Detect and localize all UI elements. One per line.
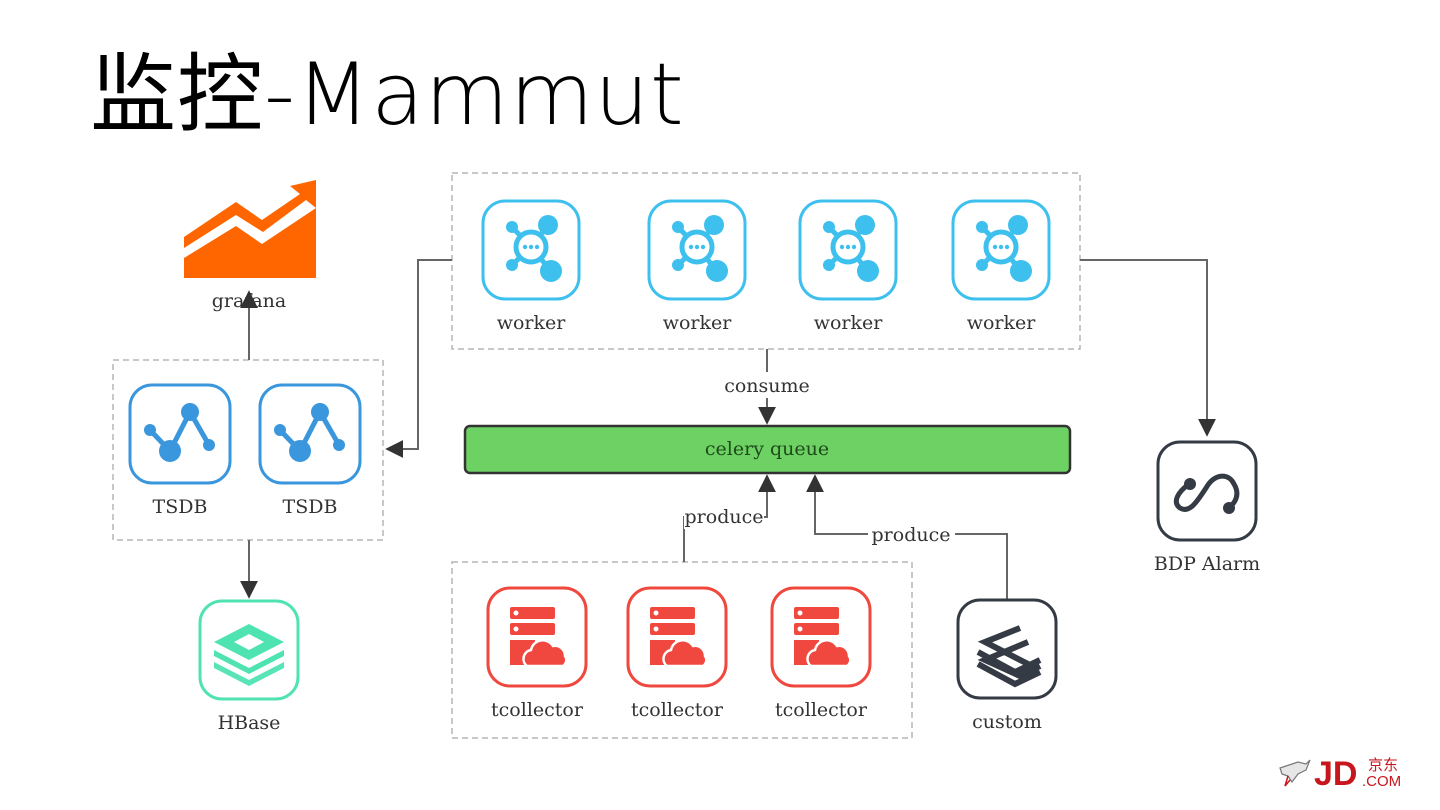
worker-label: worker bbox=[663, 312, 733, 334]
tcollector-label: tcollector bbox=[775, 699, 868, 721]
worker-hub-icon bbox=[823, 215, 879, 282]
custom-node[interactable]: custom bbox=[956, 598, 1058, 733]
grafana-label: grafana bbox=[212, 290, 287, 312]
edge-label-produce-custom: produce bbox=[872, 524, 951, 546]
worker-label: worker bbox=[497, 312, 567, 334]
hbase-label: HBase bbox=[218, 712, 281, 734]
celery-queue-label: celery queue bbox=[705, 438, 829, 460]
edge-label-consume: consume bbox=[724, 375, 810, 397]
server-cloud-icon bbox=[510, 607, 568, 668]
worker-hub-icon bbox=[672, 215, 728, 282]
jd-logo: JD 京东 .COM bbox=[1279, 755, 1401, 792]
edge-custom-produce-queue bbox=[815, 476, 1008, 600]
tcollector-label: tcollector bbox=[631, 699, 724, 721]
server-cloud-icon bbox=[794, 607, 852, 668]
tsdb-node[interactable]: TSDB bbox=[258, 383, 362, 518]
grafana-chart-icon bbox=[184, 180, 316, 278]
edge-workers-to-tsdb bbox=[385, 259, 452, 458]
bdp-alarm-node[interactable]: BDP Alarm bbox=[1154, 440, 1260, 575]
hbase-layers-icon bbox=[214, 624, 284, 686]
alarm-cloud-icon bbox=[1173, 473, 1240, 514]
worker-node[interactable]: worker bbox=[798, 199, 898, 334]
worker-hub-icon bbox=[976, 215, 1032, 282]
hbase-node[interactable]: HBase bbox=[198, 599, 300, 734]
tsdb-label: TSDB bbox=[283, 496, 338, 518]
custom-label: custom bbox=[972, 711, 1042, 733]
edge-workers-to-alarm bbox=[1080, 259, 1216, 437]
slide-title: 监控-Mammut bbox=[90, 45, 685, 145]
edge-label-produce-tcollector: produce bbox=[685, 506, 764, 528]
jd-dog-mascot-icon bbox=[1279, 759, 1311, 787]
jd-logo-cn: 京东 bbox=[1368, 756, 1398, 774]
celery-queue-node[interactable]: celery queue bbox=[463, 424, 1072, 475]
tcollector-node[interactable]: tcollector bbox=[770, 586, 872, 721]
worker-node[interactable]: worker bbox=[481, 199, 581, 334]
grafana-node[interactable]: grafana bbox=[184, 180, 316, 312]
tsdb-label: TSDB bbox=[153, 496, 208, 518]
tcollector-node[interactable]: tcollector bbox=[626, 586, 728, 721]
tcollector-group bbox=[451, 561, 913, 739]
tcollector-node[interactable]: tcollector bbox=[486, 586, 588, 721]
worker-node[interactable]: worker bbox=[951, 199, 1051, 334]
jd-logo-brand: JD bbox=[1314, 755, 1357, 792]
worker-hub-icon bbox=[506, 215, 562, 282]
worker-node[interactable]: worker bbox=[647, 199, 747, 334]
bdp-alarm-label: BDP Alarm bbox=[1154, 553, 1260, 575]
jd-logo-domain: .COM bbox=[1362, 773, 1401, 790]
stack-icon bbox=[976, 625, 1042, 688]
worker-label: worker bbox=[967, 312, 1037, 334]
tsdb-node[interactable]: TSDB bbox=[128, 383, 232, 518]
tsdb-graph-icon bbox=[274, 403, 345, 462]
tcollector-label: tcollector bbox=[491, 699, 584, 721]
worker-label: worker bbox=[814, 312, 884, 334]
tsdb-graph-icon bbox=[144, 403, 215, 462]
server-cloud-icon bbox=[650, 607, 708, 668]
